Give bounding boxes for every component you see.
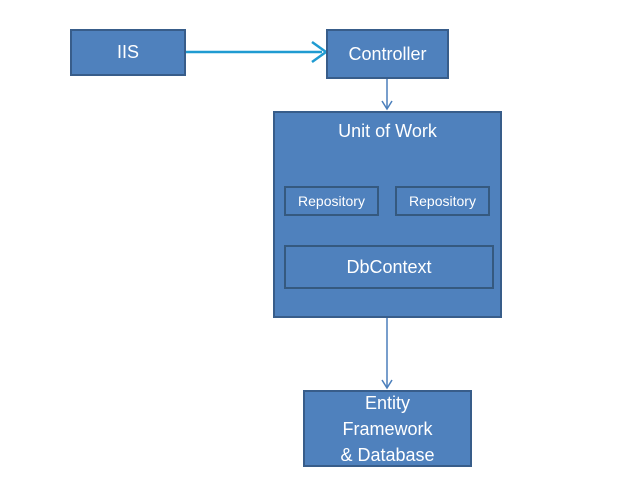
repository-label-1: Repository [298,193,365,209]
dbcontext-label: DbContext [346,256,432,277]
arrow-iis-to-controller [186,40,329,64]
arrow-controller-to-unit-of-work [381,79,393,111]
iis-node: IIS [70,29,186,76]
entity-framework-node: Entity Framework & Database [303,390,472,467]
repository-node-2: Repository [395,186,490,216]
entity-framework-label-line-2: Framework [342,418,433,439]
controller-node: Controller [326,29,449,79]
arrow-unit-of-work-to-entity-framework [381,318,393,390]
unit-of-work-label: Unit of Work [338,121,437,141]
entity-framework-label-line-3: & Database [340,444,435,465]
repository-label-2: Repository [409,193,476,209]
dbcontext-node: DbContext [284,245,494,289]
controller-label: Controller [348,43,427,64]
iis-label: IIS [116,42,139,62]
repository-node-1: Repository [284,186,379,216]
entity-framework-label-line-1: Entity [364,392,411,413]
